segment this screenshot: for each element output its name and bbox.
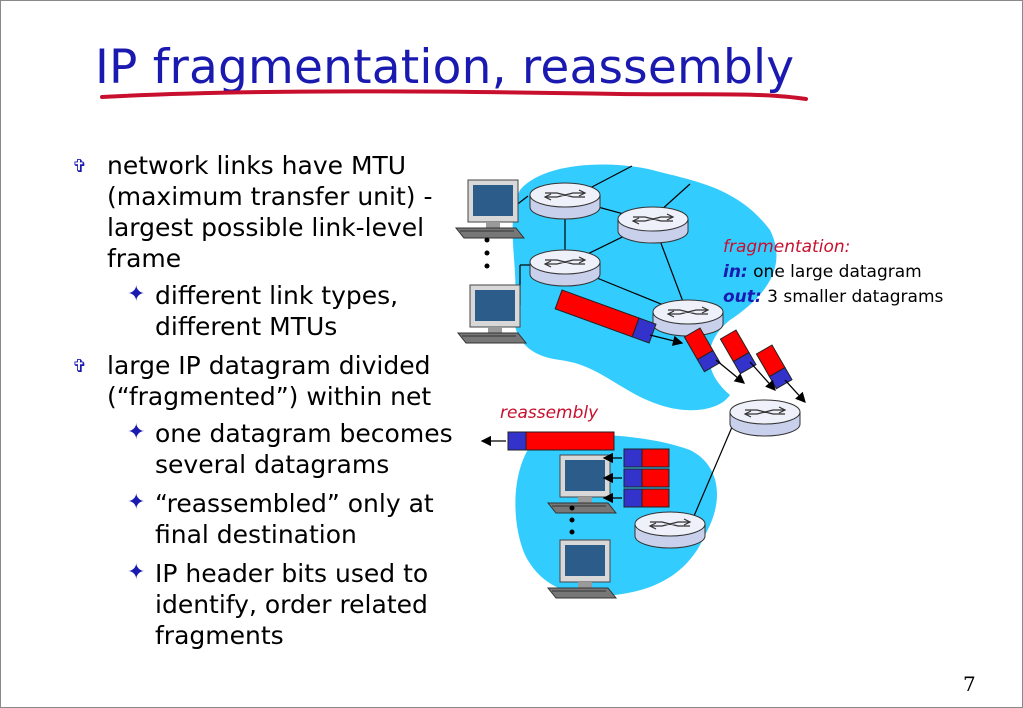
reassembly-label: reassembly [500,403,599,423]
star-bullet-icon: ✦ [127,490,146,515]
fragmentation-title: fragmentation: [723,237,851,257]
slide-title: IP fragmentation, reassembly [95,40,795,95]
title-underline [100,89,808,101]
ellipsis-dots [484,237,575,535]
large-datagram [554,289,657,344]
computer-icon [457,284,527,344]
bullet-list: ✞ network links have MTU (maximum transf… [72,150,462,659]
sub-bullet-item: ✦ one datagram becomes several datagrams [127,419,453,479]
fragmentation-in-line: in: one large datagram [723,262,922,282]
bullet-item: ✞ large IP datagram divided (“fragmented… [72,351,432,411]
arriving-fragments [623,448,670,508]
router-icon [634,511,706,549]
star-bullet-icon: ✦ [127,420,146,445]
datagram-fragments [683,327,793,390]
router-icon [617,206,689,244]
bullet-marker-icon: ✞ [72,156,88,177]
star-bullet-icon: ✦ [127,560,146,585]
bullet-marker-icon: ✞ [72,356,88,377]
network-cloud-upper [512,164,777,411]
reassembled-datagram [507,431,615,451]
bullet-item: ✞ network links have MTU (maximum transf… [72,151,433,273]
fragmentation-legend: fragmentation: in: one large datagram ou… [723,235,943,310]
network-diagram [455,164,806,599]
sub-bullet-item: ✦ different link types, different MTUs [127,281,399,341]
router-icon [529,249,601,287]
fragmentation-out-line: out: 3 smaller datagrams [723,287,944,307]
router-icon [652,299,724,337]
router-icon [529,182,601,220]
star-bullet-icon: ✦ [127,282,146,307]
sub-bullet-item: ✦ IP header bits used to identify, order… [127,559,429,650]
page-number: 7 [963,672,976,696]
router-icon [729,399,801,437]
sub-bullet-item: ✦ “reassembled” only at final destinatio… [127,489,434,549]
computer-icon [455,179,525,239]
